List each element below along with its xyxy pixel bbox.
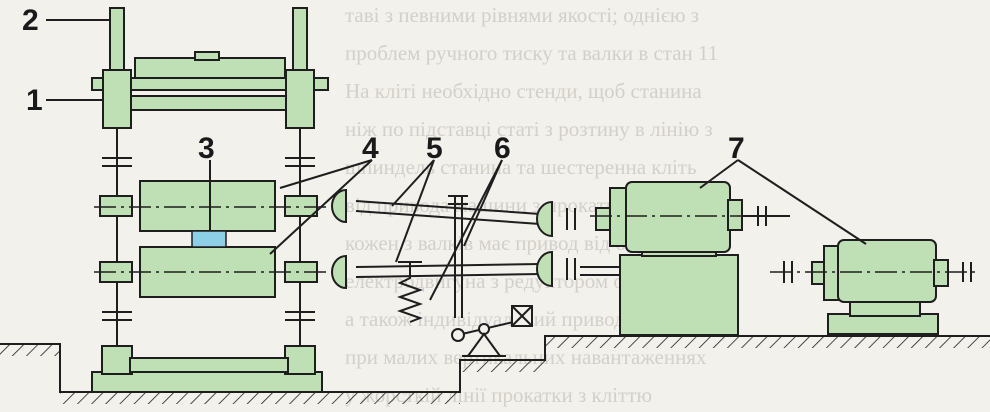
ground-hatching [0,335,990,404]
screw-nut-right [285,69,315,129]
stand-foot-left [101,345,133,375]
coupling-upper-right [536,200,553,238]
callout-2: 2 [22,4,39,37]
spindle-balance [396,195,533,357]
screw-nut-left [102,69,132,129]
workpiece-in-gap [191,230,227,248]
callout-7: 7 [728,132,745,165]
upper-motor [625,181,731,253]
callout-4: 4 [362,132,379,165]
callout-5: 5 [426,132,443,165]
upper-roll-neck-right [284,195,318,217]
callout-3: 3 [198,132,215,165]
stand-lower-beam [129,357,289,373]
coupling-upper-left [331,188,347,224]
callout-1: 1 [26,84,43,117]
svg-text:ніж по підставці статі з розти: ніж по підставці статі з розтину в лінію… [345,117,713,141]
callout-labels: 2 1 3 4 5 6 7 [22,4,745,165]
lower-motor-end-right [933,259,949,287]
svg-text:проблем ручного тиску та валки: проблем ручного тиску та валки в стан 11 [345,41,718,65]
pressure-beam [130,95,287,111]
callout-6: 6 [494,132,511,165]
upper-roll-neck-left [99,195,133,217]
pinion-stand-base [619,254,739,336]
svg-text:таві з певними рівнями якості;: таві з певними рівнями якості; однією з [345,3,699,27]
leader-lines [46,19,867,301]
svg-text:На кліті необхідно стенди, щоб: На кліті необхідно стенди, щоб станина [345,79,702,103]
lower-drive [770,239,975,335]
shaft-stub-upper [595,207,611,231]
background-text-bleed: таві з певними рівнями якості; однією з … [330,0,990,412]
spindles [331,188,576,290]
motor-end-right [727,199,743,231]
stand-foot-right [284,345,316,375]
coupling-lower-left [331,254,347,290]
coupling-lower-right [536,250,553,288]
lower-motor [837,239,937,303]
pinion-stand [580,181,790,336]
balance-spring [396,262,424,323]
upper-roll [139,180,276,232]
svg-text:шпиндель станина та шестеренна: шпиндель станина та шестеренна кліть [345,155,697,179]
housing-cap [194,51,220,61]
mill-stand [91,7,330,393]
